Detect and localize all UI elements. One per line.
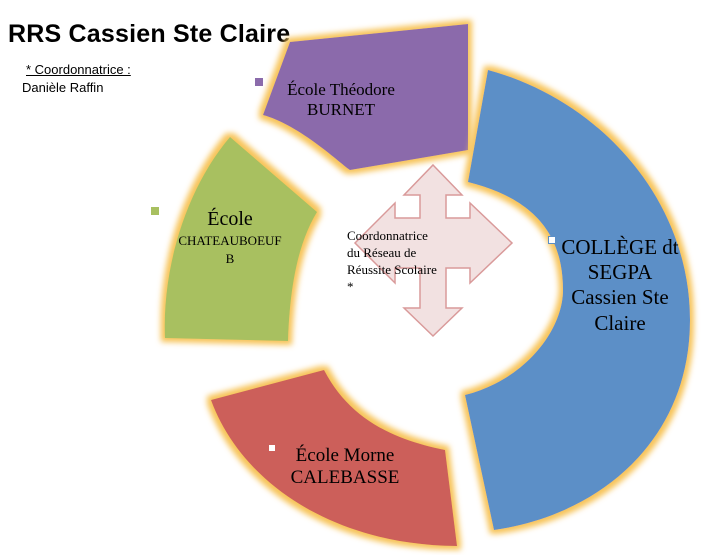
segment-chateauboeuf: [164, 137, 317, 341]
center-four-way-arrow: [353, 163, 514, 338]
bullet-calebasse: [268, 444, 276, 452]
center-label-line-3: Réussite Scolaire: [347, 261, 437, 277]
center-label: Coordonnatrice du Réseau de Réussite Sco…: [347, 228, 467, 296]
segment-college: [465, 70, 690, 530]
label-college-line-1: COLLÈGE dt: [561, 235, 679, 259]
center-label-line-4: *: [347, 278, 354, 294]
label-college-line-4: Claire: [594, 310, 646, 335]
label-chateauboeuf-line-3: B: [225, 250, 235, 266]
label-burnet-line-2: BURNET: [307, 99, 375, 119]
bullet-chateauboeuf: [151, 207, 159, 215]
label-burnet: École Théodore BURNET: [266, 80, 416, 119]
segment-burnet: [263, 24, 468, 170]
label-chateauboeuf: École CHATEAUBOEUF B: [160, 208, 300, 267]
label-college-line-3: Cassien Ste: [571, 285, 669, 310]
label-chateauboeuf-line-1: École: [207, 208, 253, 230]
label-burnet-line-1: École Théodore: [287, 80, 395, 99]
label-college-line-2: SEGPA: [587, 260, 653, 285]
label-calebasse-line-2: CALEBASSE: [290, 466, 400, 488]
coordinator-name: Danièle Raffin: [22, 80, 104, 95]
label-calebasse-line-1: École Morne: [295, 445, 395, 466]
label-college: COLLÈGE dt SEGPA Cassien Ste Claire: [550, 235, 690, 336]
label-chateauboeuf-line-2: CHATEAUBOEUF: [178, 233, 282, 248]
diagram-title: RRS Cassien Ste Claire: [8, 20, 291, 48]
coordinator-label: * Coordonnatrice :: [26, 62, 131, 77]
bullet-burnet: [255, 78, 263, 86]
center-label-line-1: Coordonnatrice: [347, 228, 428, 243]
center-label-line-2: du Réseau de: [347, 244, 417, 260]
segment-calebasse: [211, 370, 457, 546]
bullet-college: [548, 236, 556, 244]
label-calebasse: École Morne CALEBASSE: [270, 445, 420, 489]
